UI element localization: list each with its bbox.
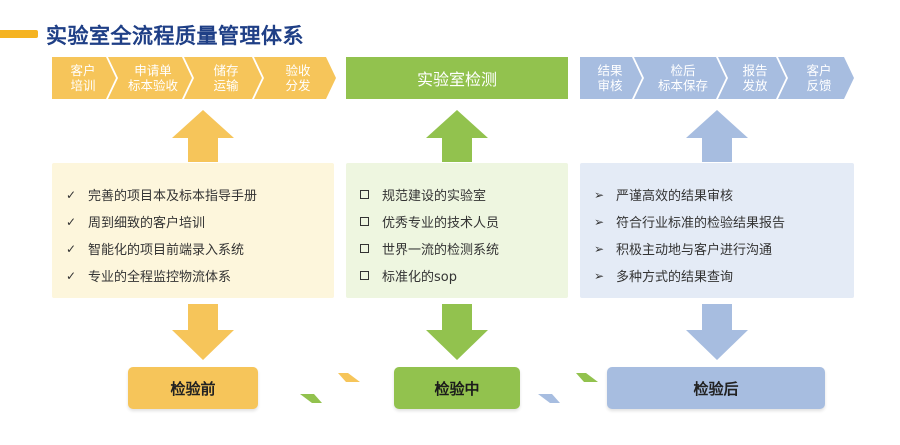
post-test-features-panel: ➢严谨高效的结果审核 ➢符合行业标准的检验结果报告 ➢积极主动地与客户进行沟通 … xyxy=(580,163,854,298)
list-item: ✓完善的项目本及标本指导手册 xyxy=(66,187,258,205)
step-post-test-storage: 检后 标本保存 xyxy=(634,57,726,99)
step-request-specimen-check: 申请单 标本验收 xyxy=(108,57,192,99)
step-customer-feedback: 客户 反馈 xyxy=(778,57,854,99)
list-item: ➢多种方式的结果查询 xyxy=(594,268,734,286)
pre-test-features-panel: ✓完善的项目本及标本指导手册 ✓周到细致的客户培训 ✓智能化的项目前端录入系统 … xyxy=(52,163,334,298)
list-item: 规范建设的实验室 xyxy=(360,181,568,208)
step-storage-transport: 储存 运输 xyxy=(184,57,262,99)
down-arrow-center-icon xyxy=(426,304,488,360)
square-bullet-icon xyxy=(360,216,369,226)
title-accent-bar xyxy=(0,30,38,38)
arrowhead-bullet-icon: ➢ xyxy=(594,268,605,283)
down-arrow-right-icon xyxy=(686,304,748,360)
arrowhead-bullet-icon: ➢ xyxy=(594,214,605,229)
step-result-review: 结果 审核 xyxy=(580,57,642,99)
check-icon: ✓ xyxy=(66,268,77,283)
up-arrow-center-icon xyxy=(426,110,488,162)
stage-post-test: 检验后 xyxy=(607,367,825,409)
in-test-features-panel: 规范建设的实验室 优秀专业的技术人员 世界一流的检测系统 标准化的sop xyxy=(346,163,568,298)
step-report-issue: 报告 发放 xyxy=(718,57,786,99)
list-item: ✓周到细致的客户培训 xyxy=(66,214,206,232)
square-bullet-icon xyxy=(360,270,369,280)
swap-arrows-right-icon xyxy=(538,373,598,403)
step-customer-training: 客户 培训 xyxy=(52,57,116,99)
list-item: ➢积极主动地与客户进行沟通 xyxy=(594,241,773,259)
stage-pre-test: 检验前 xyxy=(128,367,258,409)
page-title: 实验室全流程质量管理体系 xyxy=(46,24,304,48)
list-item: 标准化的sop xyxy=(360,262,568,289)
swap-arrows-left-icon xyxy=(300,373,360,403)
check-icon: ✓ xyxy=(66,187,77,202)
up-arrow-right-icon xyxy=(686,110,748,162)
list-item: 优秀专业的技术人员 xyxy=(360,208,568,235)
list-item: ➢符合行业标准的检验结果报告 xyxy=(594,214,786,232)
up-arrow-left-icon xyxy=(172,110,234,162)
list-item: ➢严谨高效的结果审核 xyxy=(594,187,734,205)
stage-in-test: 检验中 xyxy=(394,367,520,409)
list-item: ✓智能化的项目前端录入系统 xyxy=(66,241,245,259)
arrowhead-bullet-icon: ➢ xyxy=(594,241,605,256)
down-arrow-left-icon xyxy=(172,304,234,360)
list-item: 世界一流的检测系统 xyxy=(360,235,568,262)
step-acceptance-distribution: 验收 分发 xyxy=(254,57,336,99)
square-bullet-icon xyxy=(360,189,369,199)
list-item: ✓专业的全程监控物流体系 xyxy=(66,268,232,286)
check-icon: ✓ xyxy=(66,241,77,256)
square-bullet-icon xyxy=(360,243,369,253)
check-icon: ✓ xyxy=(66,214,77,229)
arrowhead-bullet-icon: ➢ xyxy=(594,187,605,202)
lab-testing-header: 实验室检测 xyxy=(346,57,568,99)
